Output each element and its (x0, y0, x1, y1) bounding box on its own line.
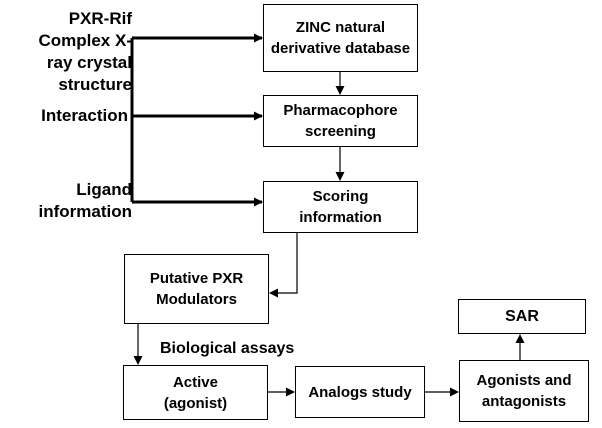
zinc-database-box: ZINC natural derivative database (263, 4, 418, 72)
scoring-information-box: Scoring information (263, 181, 418, 233)
active-agonist-box: Active (agonist) (123, 365, 268, 420)
agonists-antagonists-box: Agonists and antagonists (459, 360, 589, 422)
pxr-crystal-structure-label: PXR-Rif Complex X- ray crystal structure (38, 9, 132, 94)
biological-assays-label: Biological assays (160, 340, 295, 357)
interaction-label: Interaction (41, 106, 128, 125)
analogs-study-box: Analogs study (295, 366, 425, 418)
pharmacophore-screening-box: Pharmacophore screening (263, 95, 418, 147)
ligand-information-label: Ligand information (38, 180, 133, 221)
scoring-to-putative-arrow (269, 233, 298, 298)
sar-box: SAR (458, 299, 586, 334)
putative-modulators-box: Putative PXR Modulators (124, 254, 269, 324)
